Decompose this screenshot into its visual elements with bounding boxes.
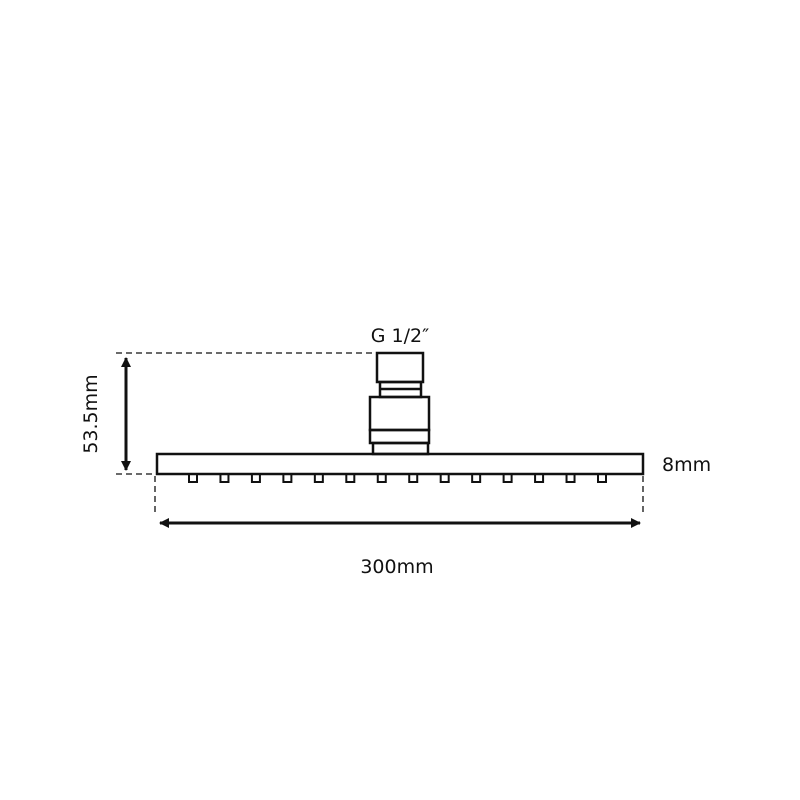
nozzle [376, 473, 387, 483]
nozzle [439, 473, 450, 483]
nozzle [471, 473, 482, 483]
connector-base [371, 441, 430, 456]
nozzle [313, 473, 324, 483]
connector-cap [375, 351, 425, 384]
nozzle [188, 473, 198, 483]
extension-lines [116, 352, 644, 512]
shower-plate [155, 452, 645, 476]
height-label: 53.5mm [80, 374, 102, 453]
nozzle [250, 473, 261, 483]
nozzle [502, 473, 513, 483]
nozzle [345, 473, 356, 483]
thread-label: G 1/2″ [371, 325, 429, 347]
nozzle [597, 473, 607, 483]
connector-band [368, 428, 431, 445]
nozzle [408, 473, 419, 483]
nozzle [282, 473, 293, 483]
connector-body [368, 395, 431, 432]
nozzle [565, 473, 576, 483]
width-label: 300mm [360, 556, 433, 578]
nozzle [219, 473, 230, 483]
thickness-label: 8mm [662, 454, 711, 476]
nozzle [534, 473, 545, 483]
